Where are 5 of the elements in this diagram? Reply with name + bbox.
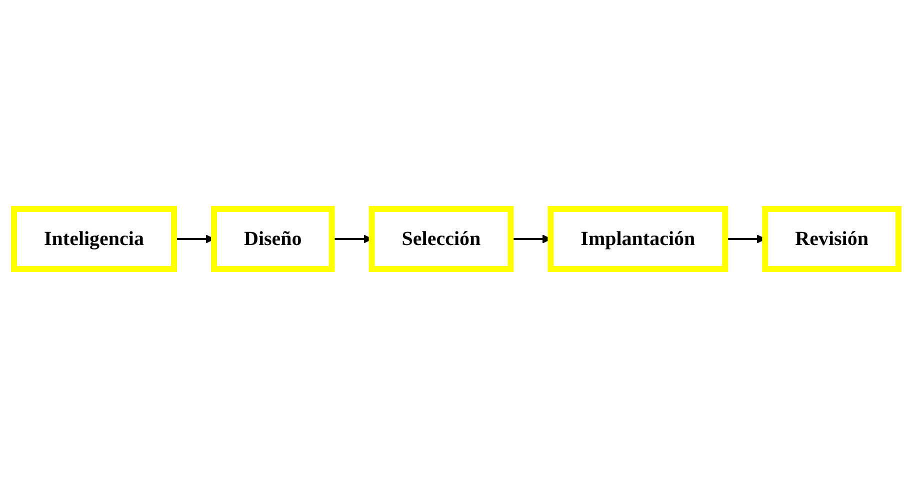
node-box: Diseño [211,206,336,272]
node-box: Implantación [548,206,728,272]
node-box: Inteligencia [11,206,178,272]
node-box: Revisión [762,206,902,272]
node-box: Selección [369,206,514,272]
